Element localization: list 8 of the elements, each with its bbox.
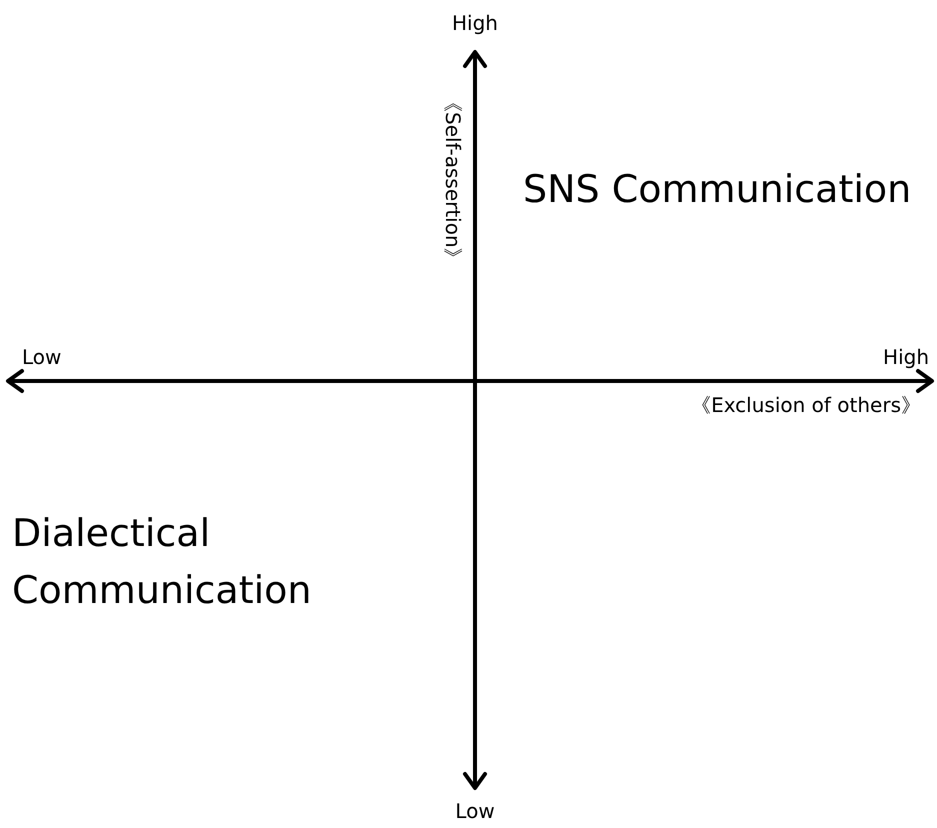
axis-title: 《Exclusion of others》 — [691, 394, 921, 417]
axis-label: High — [883, 346, 929, 369]
axis-title: 《Self-assertion》 — [441, 92, 464, 268]
axis-label: High — [452, 12, 498, 35]
axis-label: Low — [22, 346, 62, 369]
quadrant-label: SNS Communication — [523, 168, 912, 212]
quadrant-label: Dialectical Communication — [12, 510, 313, 614]
axis-label: Low — [455, 800, 495, 823]
